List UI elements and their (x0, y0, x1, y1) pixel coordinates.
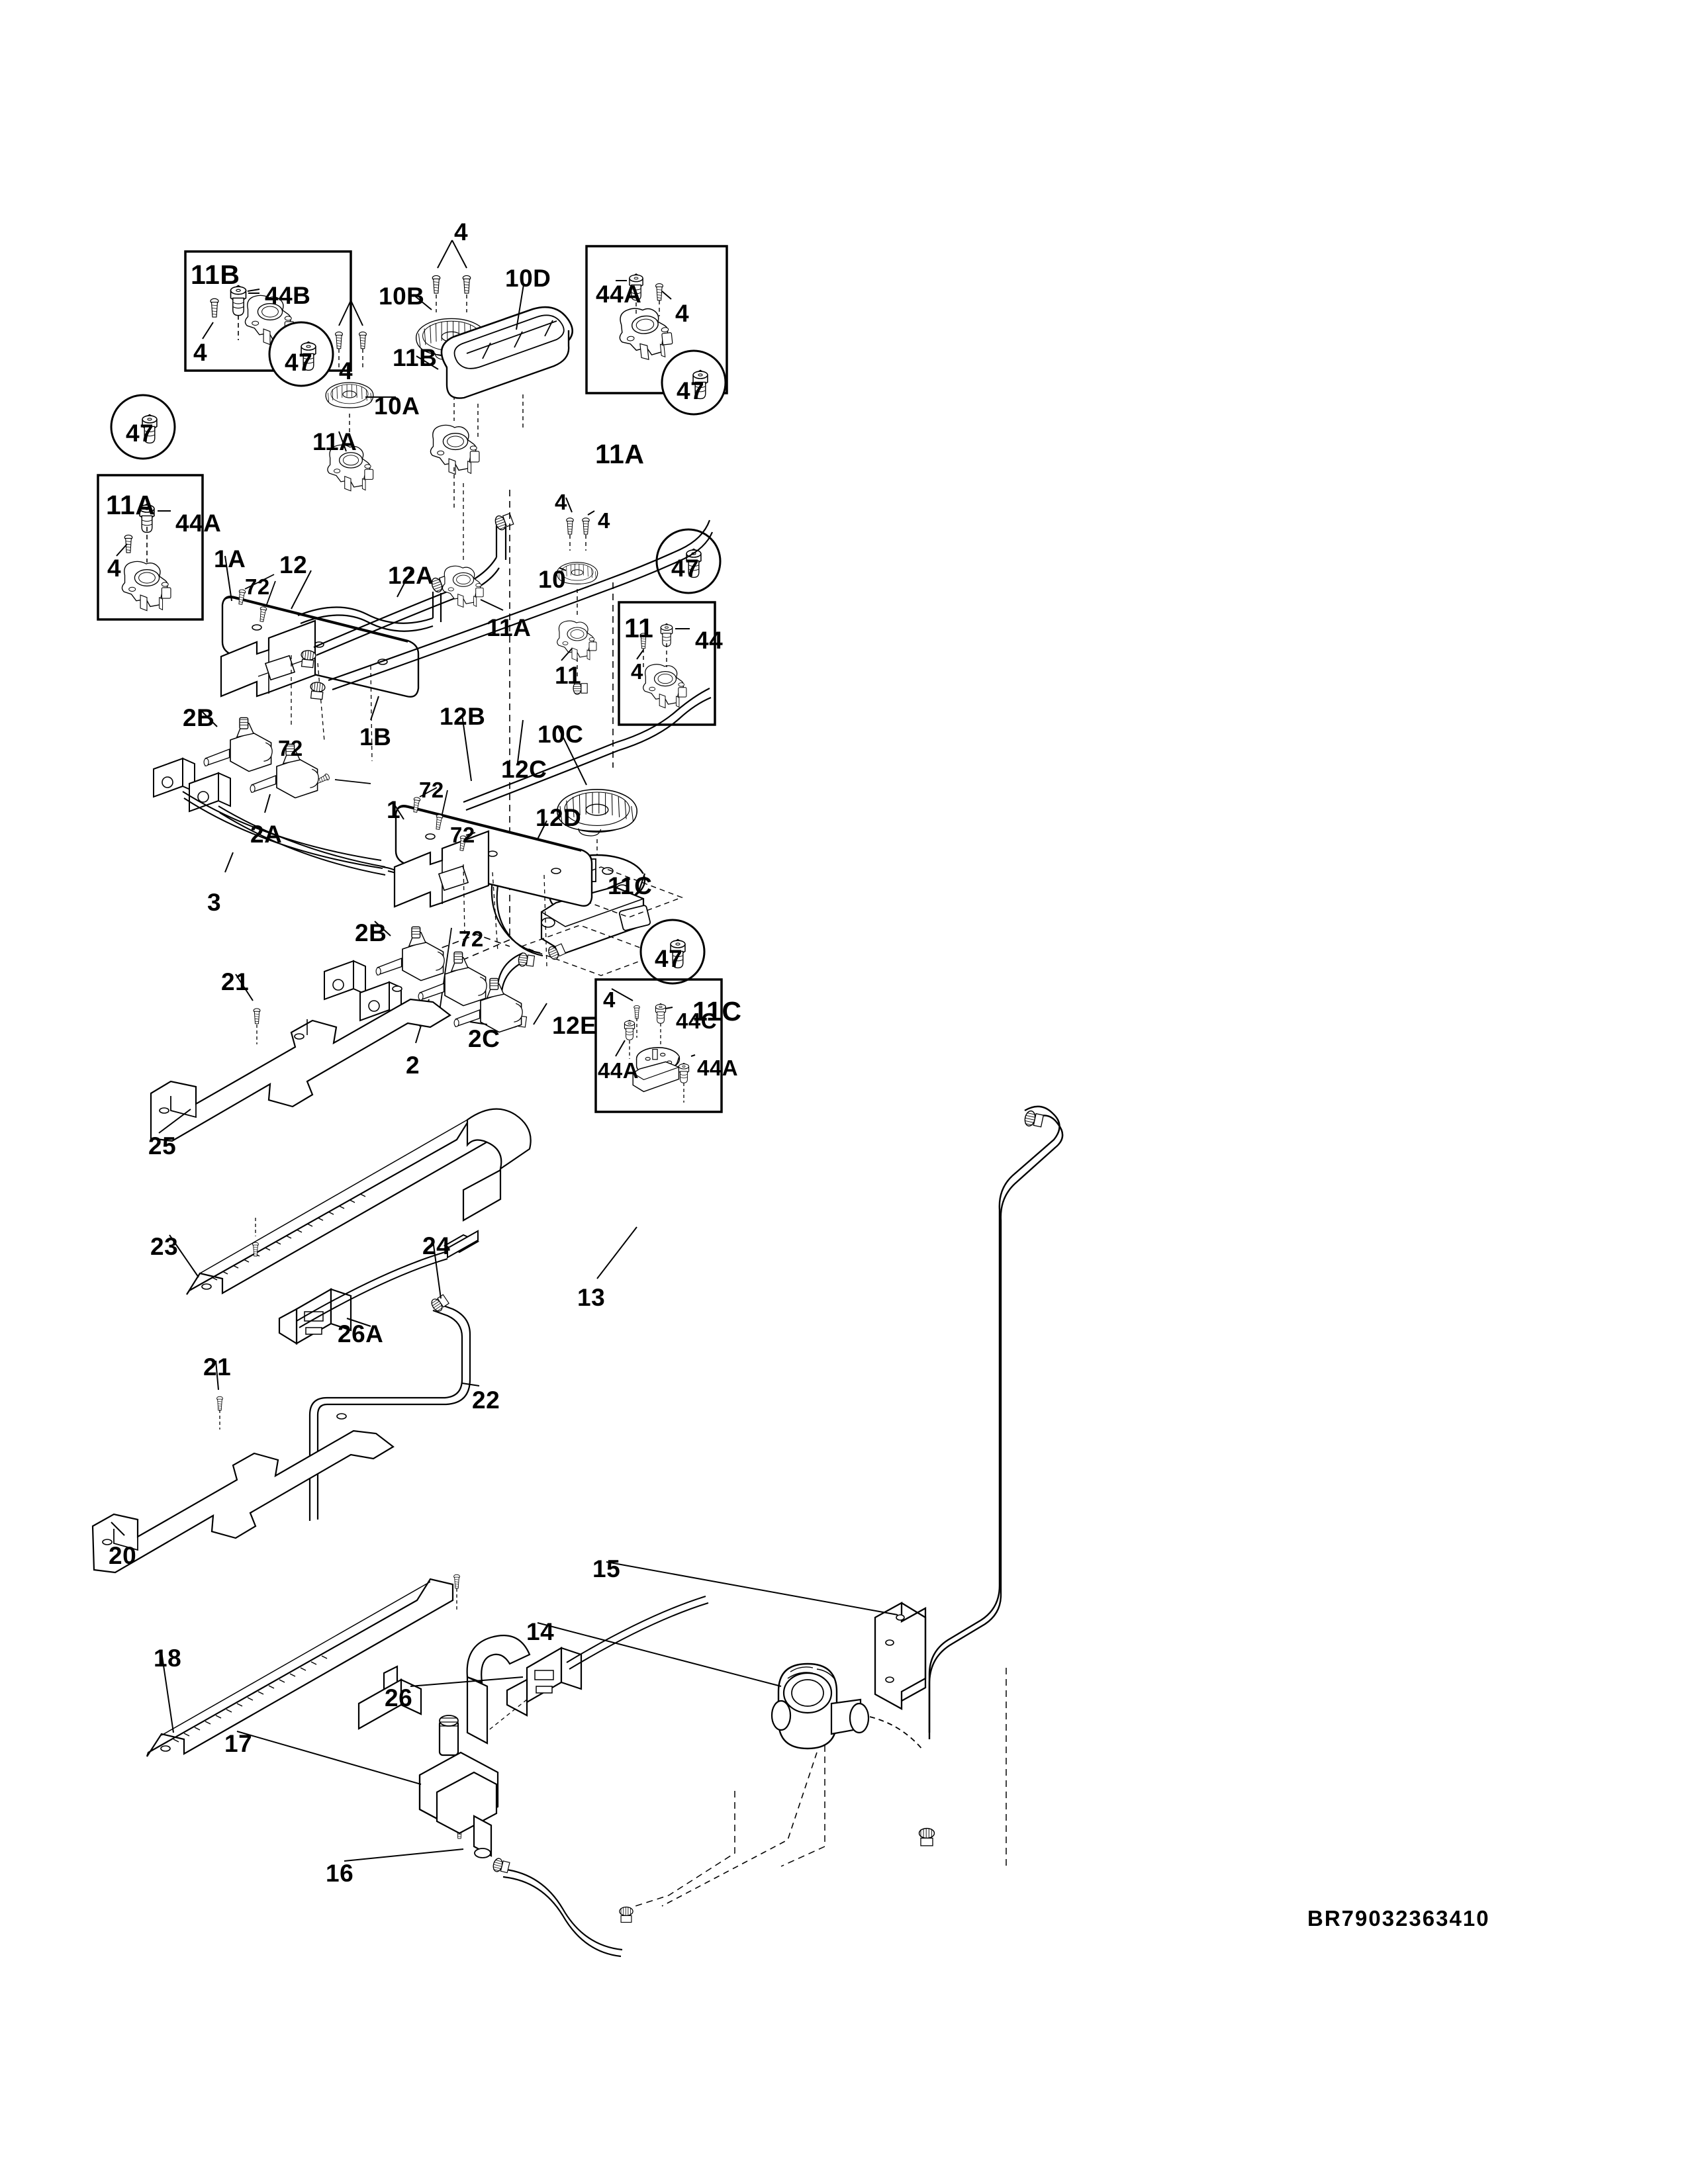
callout-11C-box: 11C (692, 996, 742, 1026)
callout-18: 18 (154, 1645, 182, 1672)
callout-2B-bot: 2B (355, 919, 387, 946)
callout-72-d: 72 (450, 823, 475, 847)
callout-47-a: 47 (285, 349, 313, 376)
callout-4-b: 4 (339, 357, 353, 385)
callout-11-box: 11 (624, 613, 654, 643)
callout-13: 13 (577, 1284, 606, 1311)
callout-44A-br: 44A (697, 1056, 739, 1080)
callout-22: 22 (472, 1387, 500, 1414)
callout-1A: 1A (214, 545, 246, 572)
callout-11B-mid: 11B (393, 344, 438, 371)
callout-2A: 2A (250, 821, 283, 848)
callout-4-top: 4 (454, 218, 469, 246)
callout-12B: 12B (440, 703, 486, 730)
callout-11A-tr: 11A (595, 439, 645, 469)
callout-47-l: 47 (126, 420, 154, 447)
callout-10A: 10A (374, 392, 420, 420)
callout-47-br: 47 (655, 945, 683, 972)
callout-4-tr: 4 (675, 300, 690, 327)
callout-11C-mid: 11C (608, 872, 653, 899)
callout-11-mid: 11 (555, 662, 582, 689)
callout-25: 25 (148, 1132, 177, 1160)
callout-4-rb: 4 (631, 659, 643, 684)
callout-21-bot: 21 (203, 1353, 232, 1381)
callout-2: 2 (406, 1052, 420, 1079)
diagram-part-number: BR79032363410 (1307, 1906, 1490, 1931)
callout-11A-mid: 11A (312, 428, 357, 455)
callout-14: 14 (526, 1618, 555, 1645)
callout-47-tr: 47 (677, 377, 705, 404)
callout-44A-bl: 44A (598, 1058, 639, 1083)
callout-12: 12 (279, 551, 308, 578)
callout-26: 26 (385, 1684, 413, 1711)
callout-10D: 10D (505, 265, 551, 292)
callout-44C: 44C (676, 1009, 718, 1033)
callout-4-a: 4 (193, 339, 208, 366)
callout-44: 44 (695, 627, 724, 654)
callout-21-top: 21 (221, 968, 250, 995)
callout-20: 20 (109, 1542, 137, 1569)
callout-12C: 12C (501, 756, 547, 783)
callout-15: 15 (592, 1555, 621, 1582)
callout-1: 1 (387, 796, 401, 823)
callout-11B-box: 11B (191, 259, 240, 290)
callout-10C: 10C (538, 721, 584, 748)
callout-47-r: 47 (671, 555, 700, 582)
callout-24: 24 (422, 1232, 451, 1259)
callout-12D: 12D (536, 804, 582, 831)
callout-72-a: 72 (245, 574, 270, 599)
callout-72-e: 72 (459, 927, 484, 951)
callout-72-b: 72 (278, 736, 303, 760)
callout-23: 23 (150, 1233, 179, 1260)
callout-1B: 1B (359, 723, 392, 751)
callout-4-r1: 4 (555, 490, 567, 514)
callout-10B: 10B (379, 283, 425, 310)
callout-4-l: 4 (107, 555, 122, 582)
callout-44B: 44B (265, 282, 311, 309)
callout-17: 17 (224, 1730, 253, 1757)
callout-10: 10 (538, 566, 567, 593)
callout-44A-l: 44A (175, 510, 222, 537)
callout-11A-l: 11A (106, 490, 156, 520)
callout-12A: 12A (388, 562, 434, 589)
callout-12E: 12E (552, 1012, 597, 1039)
callout-44A-top: 44A (596, 281, 642, 308)
callout-4-br: 4 (603, 987, 616, 1012)
callout-2B-top: 2B (183, 704, 215, 731)
callout-3: 3 (207, 889, 222, 916)
callout-26A: 26A (338, 1320, 384, 1347)
callout-16: 16 (326, 1860, 354, 1887)
callout-11A-c: 11A (487, 614, 532, 641)
callout-72-c: 72 (419, 778, 444, 802)
callout-4-r2: 4 (598, 508, 610, 533)
callout-2C: 2C (468, 1025, 500, 1052)
